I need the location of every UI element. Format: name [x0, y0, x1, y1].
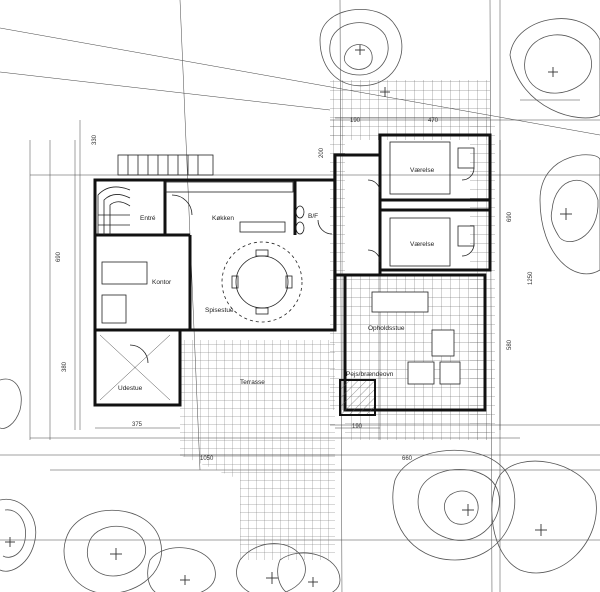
room-label-vaerelse-1: Værelse — [410, 167, 435, 174]
living-furniture — [371, 291, 461, 385]
dim-mid-200: 200 — [319, 147, 325, 158]
room-label-spisestue: Spisestue — [205, 307, 234, 314]
room-label-pejs: Pejs/brændeovn — [346, 371, 394, 378]
room-label-entre: Entré — [140, 215, 156, 222]
room-label-vaerelse-2: Værelse — [410, 241, 435, 248]
dining-table — [221, 241, 303, 323]
bathroom-fixtures — [295, 205, 305, 235]
beds — [389, 141, 475, 267]
room-label-udestue: Udestue — [118, 385, 143, 392]
stairs-north — [117, 154, 214, 176]
dim-top-190: 190 — [350, 118, 361, 124]
dim-bottom-190: 190 — [352, 424, 363, 430]
walls — [93, 133, 492, 416]
terrace-deck-south — [180, 340, 335, 440]
terrace-deck-north — [330, 80, 490, 140]
dim-top-470: 470 — [428, 118, 439, 124]
stairs-entrance — [97, 186, 131, 235]
room-label-kokken: Køkken — [212, 215, 234, 222]
dim-left-380: 380 — [62, 361, 68, 372]
dim-bottom-1050: 1050 — [200, 456, 214, 462]
dim-right-1250: 1250 — [528, 271, 534, 285]
left-strip — [330, 120, 345, 410]
room-label-kontor: Kontor — [152, 279, 172, 286]
dim-bottom-375: 375 — [132, 422, 143, 428]
terrace-deck-path — [240, 440, 335, 560]
office-desk — [101, 261, 148, 324]
dim-left-330: 330 — [92, 134, 98, 145]
door-swings — [129, 167, 475, 364]
room-label-terrasse: Terrasse — [240, 379, 265, 386]
room-label-opholdsstue: Opholdsstue — [368, 325, 405, 332]
trees — [0, 8, 600, 592]
dim-bottom-660: 660 — [402, 456, 413, 462]
udestue-lines — [99, 334, 171, 401]
tree-centres — [5, 45, 572, 587]
dimension-lines — [79, 117, 501, 456]
dim-left-690: 690 — [56, 251, 62, 262]
terrace-wedge — [180, 440, 240, 480]
dim-right-690: 690 — [507, 211, 513, 222]
kitchen-counter — [164, 181, 294, 233]
room-label-bf: B/F — [308, 213, 318, 220]
dim-right-580: 580 — [507, 339, 513, 350]
